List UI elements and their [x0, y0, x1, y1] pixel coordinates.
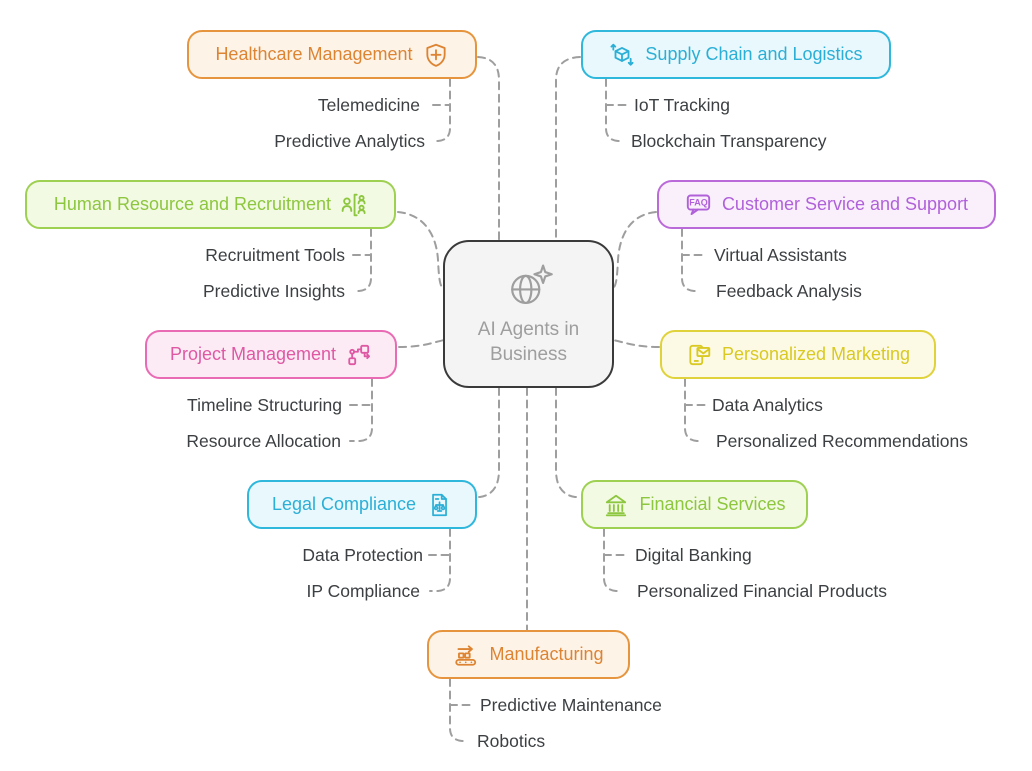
node-manufacturing: Manufacturing	[427, 630, 630, 679]
sub-item-feedback-analysis: Feedback Analysis	[716, 281, 862, 301]
node-customer-service-support: FAQ Customer Service and Support	[657, 180, 996, 229]
node-human-resource-recruitment: Human Resource and Recruitment	[25, 180, 396, 229]
node-label: Legal Compliance	[271, 494, 417, 514]
link-center-financial	[555, 387, 581, 498]
link-center-healthcare	[477, 56, 500, 241]
link-supply-child2	[605, 78, 625, 142]
center-label: AI Agents in Business	[478, 317, 579, 367]
sub-item-predictive-insights: Predictive Insights	[202, 281, 345, 301]
link-center-supply	[555, 56, 581, 241]
sub-item-ip-compliance: IP Compliance	[306, 581, 421, 601]
people-bracket-icon	[341, 192, 367, 218]
node-label: Financial Services	[639, 494, 786, 514]
node-financial-services: Financial Services	[581, 480, 808, 529]
node-label: Manufacturing	[489, 644, 604, 664]
sub-item-data-analytics: Data Analytics	[712, 395, 823, 415]
flowchart-icon	[346, 342, 372, 368]
sub-item-digital-banking: Digital Banking	[635, 545, 752, 565]
cube-arrows-icon	[609, 42, 635, 68]
link-healthcare-child2	[433, 78, 451, 142]
conveyor-arrow-icon	[453, 642, 479, 668]
node-label: Project Management	[169, 344, 337, 364]
node-legal-compliance: Legal Compliance	[247, 480, 477, 529]
phone-mail-icon	[686, 342, 712, 368]
link-project-child2	[349, 378, 373, 442]
bank-icon	[603, 492, 629, 518]
sub-item-virtual-assistants: Virtual Assistants	[714, 245, 847, 265]
node-label: Human Resource and Recruitment	[53, 194, 332, 214]
link-customer-child2	[681, 228, 701, 292]
node-label: Healthcare Management	[215, 44, 413, 64]
sub-item-predictive-analytics: Predictive Analytics	[274, 131, 425, 151]
sub-item-predictive-maintenance: Predictive Maintenance	[480, 695, 662, 715]
center-label-line2: Business	[489, 343, 568, 365]
sub-item-resource-allocation: Resource Allocation	[186, 431, 341, 451]
sub-item-robotics: Robotics	[477, 731, 546, 751]
sub-item-telemedicine: Telemedicine	[317, 95, 420, 115]
link-center-legal	[477, 387, 500, 498]
node-label: Personalized Marketing	[721, 344, 911, 364]
faq-bubble-icon: FAQ	[685, 191, 712, 218]
sub-item-timeline-structuring: Timeline Structuring	[187, 395, 342, 415]
link-legal-child2	[429, 528, 451, 592]
node-project-management: Project Management	[145, 330, 397, 379]
link-financial-child2	[603, 528, 623, 592]
node-label: Customer Service and Support	[721, 194, 969, 214]
node-healthcare-management: Healthcare Management	[187, 30, 477, 79]
link-manufacturing-child2	[449, 678, 469, 742]
node-label: Supply Chain and Logistics	[645, 44, 863, 64]
sub-item-personalized-financial-products: Personalized Financial Products	[637, 581, 887, 601]
link-center-customer	[611, 211, 657, 290]
link-center-marketing	[612, 339, 660, 348]
shield-plus-icon	[423, 42, 449, 68]
link-marketing-child2	[684, 378, 704, 442]
sub-item-blockchain-transparency: Blockchain Transparency	[631, 131, 827, 151]
center-label-line1: AI Agents in	[477, 318, 580, 340]
sub-item-personalized-recommendations: Personalized Recommendations	[716, 431, 968, 451]
document-scales-icon	[426, 492, 452, 518]
link-center-hr	[397, 211, 445, 290]
faq-icon-text: FAQ	[689, 198, 708, 208]
sub-item-data-protection: Data Protection	[302, 545, 423, 565]
center-node-ai-agents: AI Agents in Business	[443, 240, 614, 388]
link-hr-child2	[353, 228, 372, 292]
sub-item-recruitment-tools: Recruitment Tools	[205, 245, 345, 265]
node-supply-chain-logistics: Supply Chain and Logistics	[581, 30, 891, 79]
link-center-project	[398, 339, 445, 348]
globe-sparkle-icon	[503, 262, 555, 311]
node-personalized-marketing: Personalized Marketing	[660, 330, 936, 379]
sub-item-iot-tracking: IoT Tracking	[634, 95, 730, 115]
